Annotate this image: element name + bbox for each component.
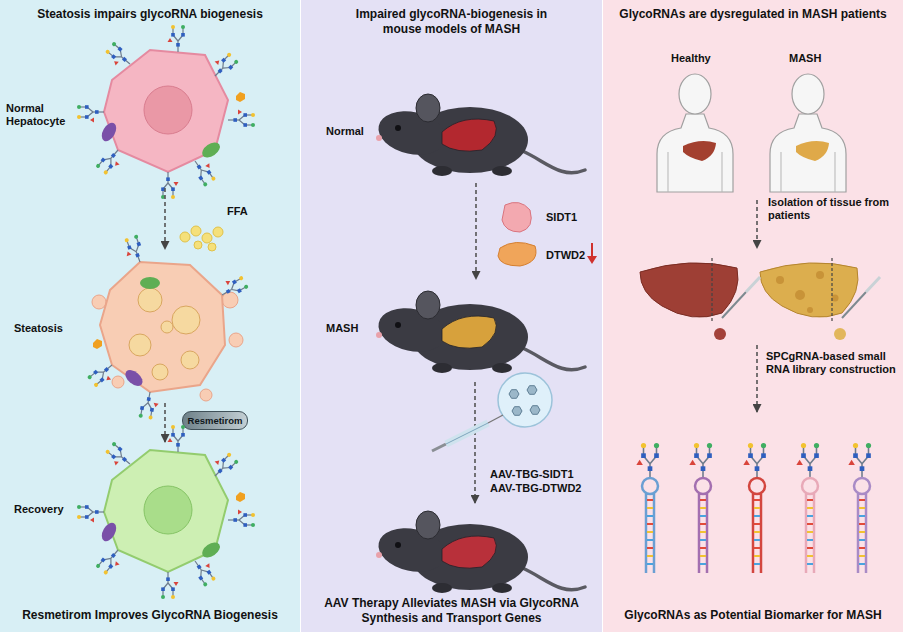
cell-stage: Normal Hepatocyte bbox=[80, 40, 250, 185]
figure-label: AAV-TBG-SIDT1 bbox=[490, 468, 590, 481]
drug-pill: Resmetirom bbox=[182, 411, 248, 430]
stage-label: MASH bbox=[326, 322, 374, 335]
figure-label: DTWD2 bbox=[546, 249, 590, 262]
panel-title: Impaired glycoRNA-biogenesis in mouse mo… bbox=[337, 7, 566, 37]
stage-label: Normal bbox=[326, 125, 374, 138]
panel-footer: GlycoRNAs as Potential Biomarker for MAS… bbox=[607, 608, 899, 623]
dashed-arrow bbox=[164, 403, 166, 442]
drug-label: Resmetirom bbox=[183, 412, 247, 429]
mouse-stage: MASH bbox=[376, 282, 576, 377]
edge-label: FFA bbox=[227, 205, 248, 218]
dashed-arrow bbox=[164, 188, 166, 249]
panel-title: GlycoRNAs are dysregulated in MASH patie… bbox=[607, 7, 899, 22]
mouse-stage: Normal bbox=[376, 85, 576, 180]
stage-label: Recovery bbox=[14, 503, 76, 516]
figure-label: SIDT1 bbox=[546, 211, 596, 224]
panel-band: GlycoRNAs are dysregulated in MASH patie… bbox=[603, 0, 903, 632]
stage-label: Normal Hepatocyte bbox=[6, 102, 74, 128]
figure-label: AAV-TBG-DTWD2 bbox=[490, 482, 590, 495]
cell-stage: Steatosis bbox=[80, 252, 250, 400]
panel-footer: Resmetirom Improves GlycoRNA Biogenesis bbox=[4, 608, 296, 623]
figure-label: Healthy bbox=[671, 52, 731, 65]
panel-footer: AAV Therapy Alleviates MASH via GlycoRNA… bbox=[311, 596, 592, 626]
panel-band: Impaired glycoRNA-biogenesis in mouse mo… bbox=[301, 0, 602, 632]
figure-label: SPCgRNA-based small RNA library construc… bbox=[766, 350, 900, 376]
figure-label: MASH bbox=[789, 52, 839, 65]
stage-label: Steatosis bbox=[14, 322, 76, 335]
panel-band: Steatosis impairs glycoRNA biogenesisRes… bbox=[0, 0, 300, 632]
figure-label: Isolation of tissue from patients bbox=[768, 196, 898, 222]
panel-title: Steatosis impairs glycoRNA biogenesis bbox=[6, 7, 294, 22]
cell-stage: Recovery bbox=[80, 445, 250, 580]
dashed-arrow bbox=[475, 183, 477, 279]
